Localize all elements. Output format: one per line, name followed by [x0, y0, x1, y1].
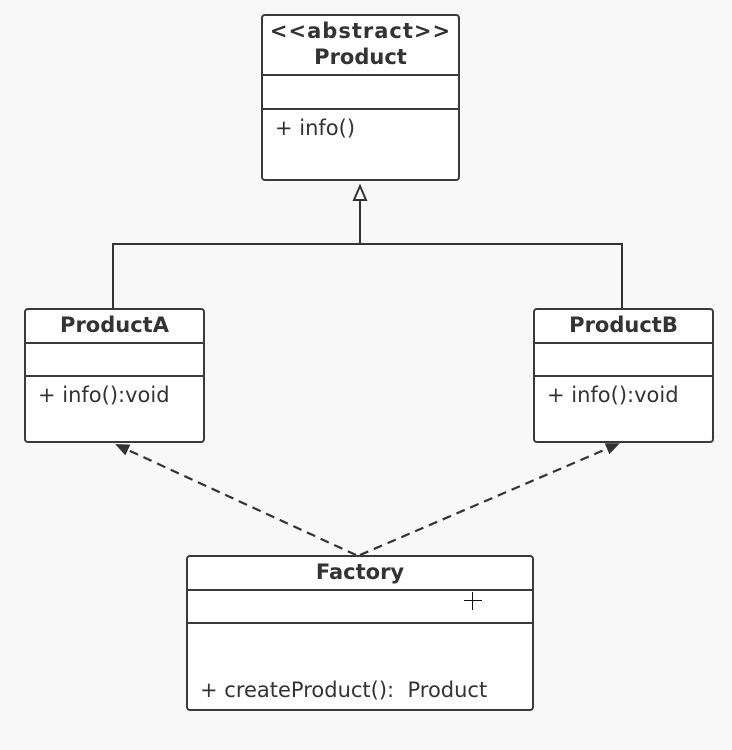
hollow-triangle-arrow-icon	[352, 183, 368, 201]
relations-layer	[112, 183, 623, 557]
operation: + info():void	[547, 383, 679, 407]
class-name-compartment: <<abstract>> Product	[263, 16, 458, 76]
class-name-compartment: ProductA	[26, 310, 203, 344]
attributes-compartment	[26, 344, 203, 377]
class-name-compartment: ProductB	[535, 310, 712, 344]
class-name: ProductA	[60, 313, 169, 337]
operations-compartment: + createProduct(): Product	[188, 624, 532, 750]
class-product[interactable]: <<abstract>> Product + info()	[261, 14, 460, 181]
class-name: Product	[314, 45, 407, 69]
operations-compartment: + info():void	[535, 377, 712, 407]
class-name: Factory	[315, 560, 405, 584]
class-productA[interactable]: ProductA + info():void	[24, 308, 205, 443]
operation: + info()	[275, 116, 356, 140]
attributes-compartment	[188, 591, 532, 624]
stereotype-label: <<abstract>>	[269, 19, 452, 43]
operation: + createProduct(): Product	[200, 678, 488, 702]
class-name-compartment: Factory	[188, 557, 532, 591]
generalization-connector	[112, 183, 623, 310]
operations-compartment: + info()	[263, 110, 458, 140]
operation: + info():void	[38, 383, 170, 407]
dependency-factory-productB	[359, 442, 620, 557]
dependency-factory-productA	[115, 444, 357, 556]
class-productB[interactable]: ProductB + info():void	[533, 308, 714, 443]
attributes-compartment	[263, 76, 458, 110]
attributes-compartment	[535, 344, 712, 377]
class-name: ProductB	[569, 313, 678, 337]
crosshair-cursor-icon	[464, 592, 482, 610]
operations-compartment: + info():void	[26, 377, 203, 407]
class-factory[interactable]: Factory + createProduct(): Product	[186, 555, 534, 711]
